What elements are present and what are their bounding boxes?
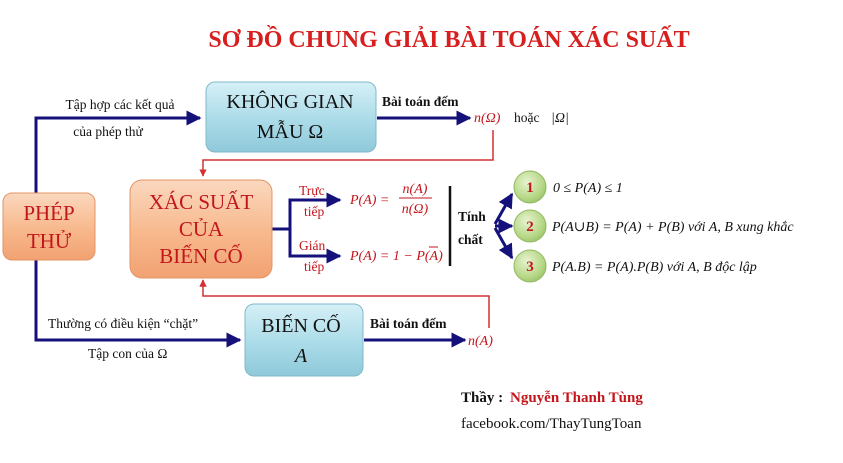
property-3-text: P(A.B) = P(A).P(B) với A, B độc lập <box>551 260 757 275</box>
label-of-trial: của phép thử <box>73 124 143 139</box>
label-abs-omega: |Ω| <box>551 111 569 126</box>
box-event <box>244 303 364 377</box>
property-1-number: 1 <box>526 180 534 196</box>
box-event-line2: A <box>293 345 308 367</box>
arrow-property-1 <box>493 192 514 225</box>
facebook-link[interactable]: facebook.com/ThayTungToan <box>461 416 642 432</box>
formula-indirect: P(A) = 1 − P(A) <box>349 249 443 264</box>
label-direct-1: Trực <box>299 183 325 198</box>
label-direct-2: tiếp <box>304 204 324 219</box>
arrow-to-event <box>34 258 242 348</box>
box-probability-line1: XÁC SUẤT <box>149 190 254 214</box>
box-event-line1: BIẾN CỐ <box>261 313 340 337</box>
label-n-a: n(A) <box>468 334 493 349</box>
box-probability <box>129 179 273 279</box>
diagram-title: SƠ ĐỒ CHUNG GIẢI BÀI TOÁN XÁC SUẤT <box>208 26 689 53</box>
formula-direct-lhs: P(A) = <box>349 193 389 208</box>
property-1-circle <box>513 170 547 204</box>
box-sample-space <box>205 81 377 153</box>
label-set-of-outcomes: Tập hợp các kết quả <box>65 97 174 112</box>
label-indirect-2: tiếp <box>304 259 324 274</box>
box-trial <box>2 192 96 261</box>
box-trial-line2: THỬ <box>27 229 72 253</box>
label-property-2: chất <box>458 232 483 247</box>
formula-direct-numerator: n(A) <box>403 182 428 197</box>
box-sample-space-line2: MẪU Ω <box>257 119 324 143</box>
box-trial-line1: PHÉP <box>23 201 74 225</box>
box-probability-line2: CỦA <box>179 217 224 241</box>
label-indirect-1: Gián <box>299 238 325 253</box>
property-2-number: 2 <box>526 219 534 235</box>
label-subset-of-omega: Tập con của Ω <box>88 346 167 361</box>
feedback-arrow-a <box>199 279 490 328</box>
arrow-property-3 <box>493 227 514 260</box>
property-2-text: P(A∪B) = P(A) + P(B) với A, B xung khắc <box>551 220 794 235</box>
property-1-text: 0 ≤ P(A) ≤ 1 <box>553 181 623 196</box>
author-name: Nguyễn Thanh Tùng <box>510 390 643 406</box>
label-strict-condition: Thường có điều kiện “chặt” <box>48 316 198 331</box>
formula-direct-denominator: n(Ω) <box>402 202 429 217</box>
feedback-arrow-omega <box>199 130 494 177</box>
arrow-to-sample-space <box>34 110 202 195</box>
label-property-1: Tính <box>458 209 486 224</box>
author-prefix: Thầy : <box>461 390 503 406</box>
property-2-circle <box>513 209 547 243</box>
label-counting-top: Bài toán đếm <box>382 94 459 109</box>
arrow-indirect <box>288 229 342 264</box>
arrow-direct <box>272 192 342 231</box>
label-counting-bottom: Bài toán đếm <box>370 316 447 331</box>
label-or: hoặc <box>514 110 539 125</box>
box-sample-space-line1: KHÔNG GIAN <box>226 89 353 113</box>
property-3-circle <box>513 249 547 283</box>
label-n-omega: n(Ω) <box>474 111 501 126</box>
box-probability-line3: BIẾN CỐ <box>159 244 242 268</box>
property-3-number: 3 <box>526 259 534 275</box>
